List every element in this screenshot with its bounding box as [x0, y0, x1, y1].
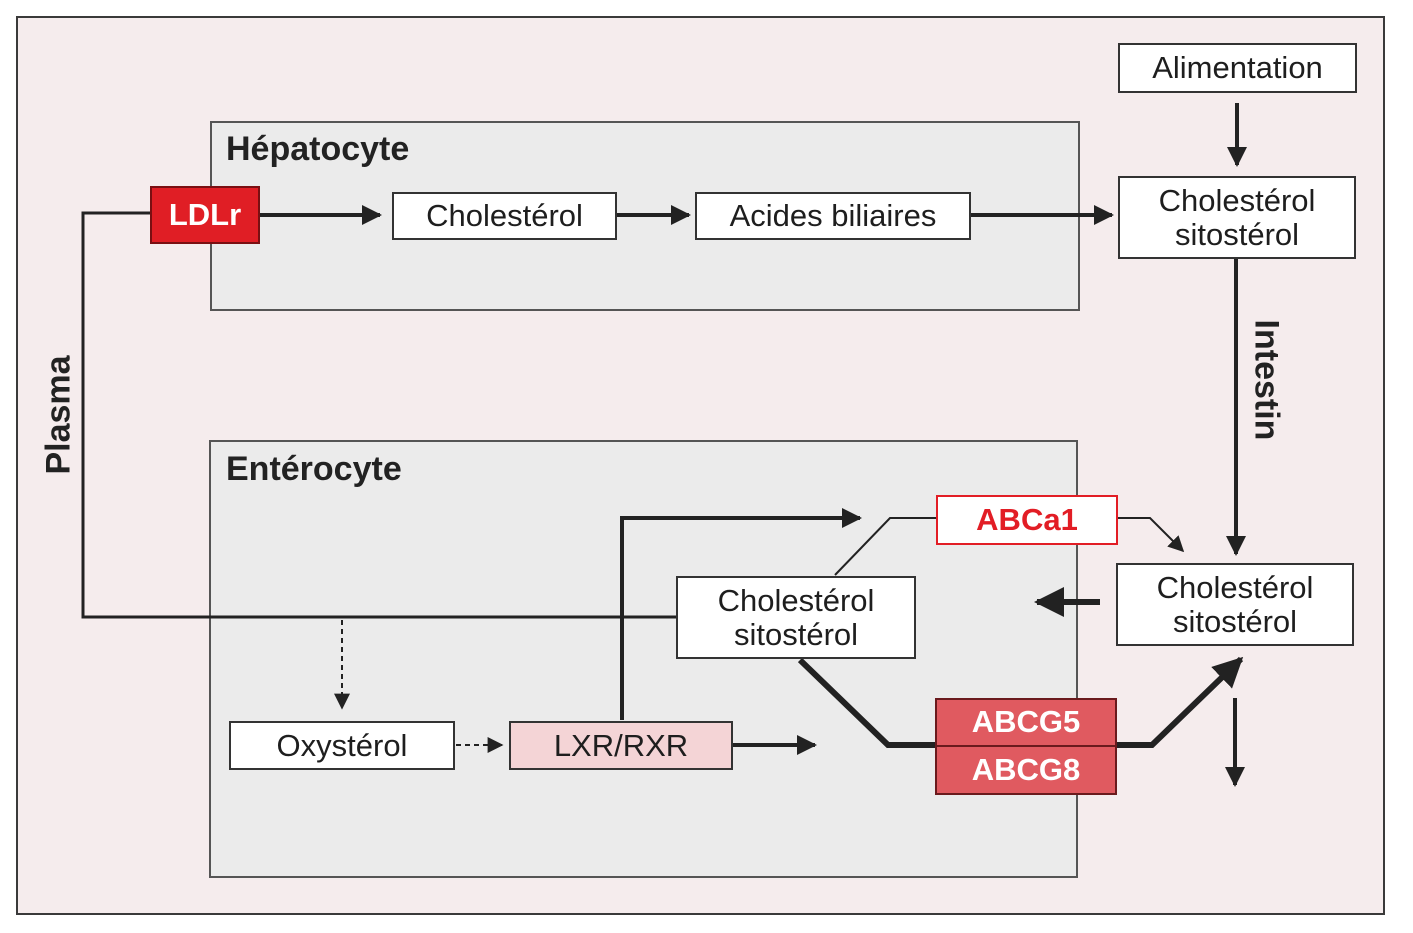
- arrow-abca1-to-lumen: [1118, 517, 1185, 553]
- line-entero-to-abcg: [797, 657, 935, 748]
- plasma-label: Plasma: [39, 355, 78, 475]
- cholesterol-sitosterol-box-lumen: Cholestérol sitostérol: [1116, 563, 1354, 646]
- box-line-2: sitostérol: [1174, 216, 1300, 252]
- arrow-abcg-to-lumen: [1117, 656, 1244, 748]
- box-line-2: sitostérol: [733, 616, 859, 652]
- box-line-1: Cholestérol: [1158, 182, 1316, 218]
- intestin-label: Intestin: [1247, 319, 1286, 441]
- box-line-1: Cholestérol: [717, 582, 875, 618]
- acides-biliaires-box: Acides biliaires: [695, 192, 971, 240]
- arrow-lxr-up-to-abca1: [620, 508, 862, 720]
- cholesterol-sitosterol-box-top: Cholestérol sitostérol: [1118, 176, 1356, 259]
- plasma-loop-line: [81, 211, 676, 619]
- hepatocyte-title: Hépatocyte: [226, 130, 410, 168]
- enterocyte-title: Entérocyte: [226, 450, 402, 488]
- abca1-box: ABCa1: [936, 495, 1118, 545]
- abcg5-label: ABCG5: [937, 700, 1115, 747]
- cholesterol-sitosterol-box-enterocyte: Cholestérol sitostérol: [676, 576, 916, 659]
- alimentation-box: Alimentation: [1118, 43, 1357, 93]
- cholesterol-hepatocyte-box: Cholestérol: [392, 192, 617, 240]
- enterocyte-cell: [209, 440, 1078, 878]
- oxysterol-box: Oxystérol: [229, 721, 455, 770]
- line-entero-to-abca1: [834, 517, 936, 576]
- lxr-rxr-box: LXR/RXR: [509, 721, 733, 770]
- abcg5-abcg8-box: ABCG5 ABCG8: [935, 698, 1117, 795]
- ldlr-box: LDLr: [150, 186, 260, 244]
- box-line-2: sitostérol: [1172, 603, 1298, 639]
- box-line-1: Cholestérol: [1156, 569, 1314, 605]
- abcg8-label: ABCG8: [971, 751, 1081, 787]
